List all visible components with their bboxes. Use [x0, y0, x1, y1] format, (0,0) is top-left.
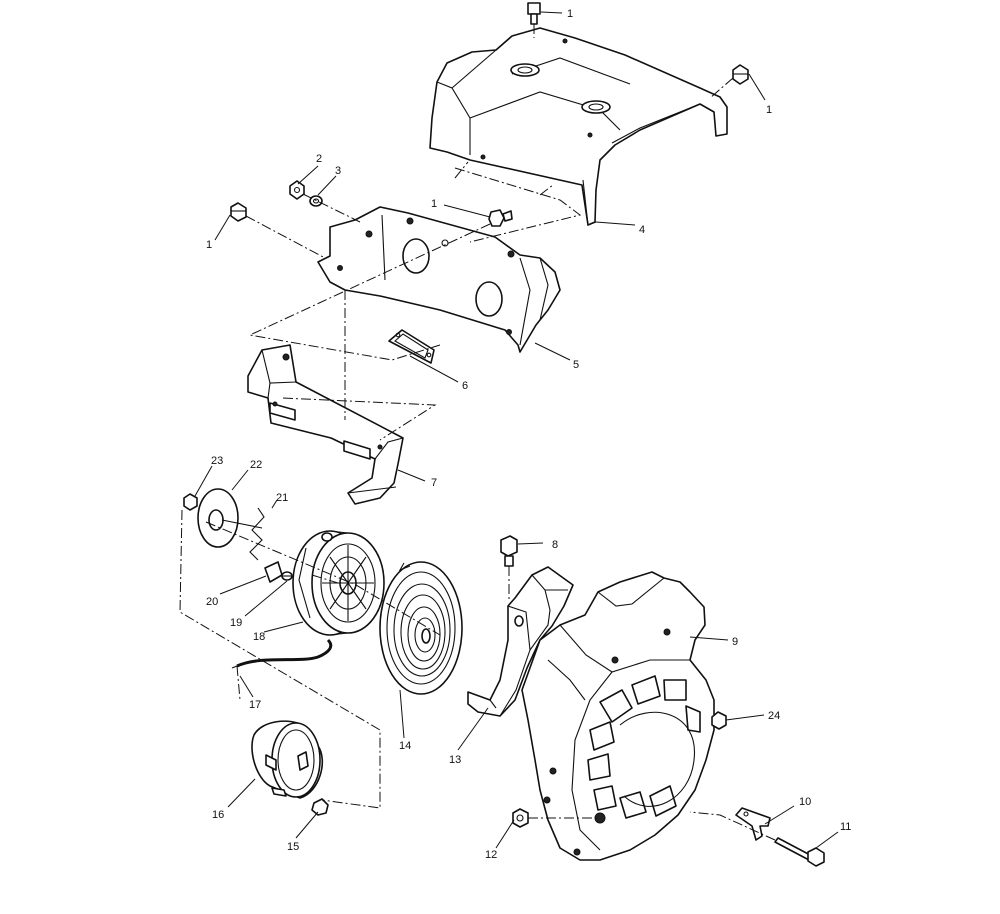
part-14-recoil-spring [379, 561, 463, 695]
callout-23: 23 [211, 455, 223, 467]
part-5-heat-shield [317, 206, 561, 353]
part-23-nut [183, 493, 198, 511]
callout-15: 15 [287, 841, 299, 853]
callout-3: 3 [335, 165, 341, 177]
part-1-bolt-top [527, 2, 541, 25]
part-1-bolt-middle [488, 209, 513, 227]
part-19-spring [281, 571, 293, 581]
callout-12: 12 [485, 849, 497, 861]
leader-lines [194, 11, 839, 849]
assembly-lines-upper [245, 24, 734, 441]
callout-8: 8 [552, 539, 558, 551]
callout-10: 10 [799, 796, 811, 808]
callout-6: 6 [462, 380, 468, 392]
part-4-exhaust-cover [429, 27, 728, 226]
callout-17: 17 [249, 699, 261, 711]
part-21-spring-clip [249, 507, 265, 561]
part-17-starter-rope [231, 638, 333, 669]
callout-1-left: 1 [206, 239, 212, 251]
callout-11: 11 [840, 821, 851, 833]
callout-9: 9 [732, 636, 738, 648]
part-1-bolt-left [230, 202, 247, 222]
part-18-recoil-reel [292, 530, 385, 636]
part-8-bolt [500, 535, 518, 600]
callout-7: 7 [431, 477, 437, 489]
callout-24: 24 [768, 710, 780, 722]
part-12-nut [512, 808, 598, 828]
callout-2: 2 [316, 153, 322, 165]
callout-18: 18 [253, 631, 265, 643]
callout-16: 16 [212, 809, 224, 821]
callout-4: 4 [639, 224, 645, 236]
part-24-nut [711, 711, 727, 730]
callout-21: 21 [276, 492, 288, 504]
callout-1-top: 1 [567, 8, 573, 20]
part-20-pawl [264, 561, 283, 583]
part-2-nut [289, 180, 305, 200]
part-6-gasket [388, 329, 435, 364]
part-3-washer [309, 195, 323, 207]
callout-13: 13 [449, 754, 461, 766]
callout-labels: 1 1 1 1 2 3 4 5 6 7 8 9 10 11 12 13 14 1… [206, 8, 851, 861]
part-7-exhaust-bracket [247, 344, 404, 505]
assembly-lines-lower-left [179, 509, 441, 809]
part-13-mount-bracket [467, 566, 574, 717]
part-16-starter-cup [251, 720, 324, 799]
callout-20: 20 [206, 596, 218, 608]
part-15-bolt [311, 798, 329, 816]
part-11-long-bolt [689, 811, 825, 867]
callout-5: 5 [573, 359, 579, 371]
part-22-pulley-plate [197, 488, 263, 548]
callout-1-right: 1 [766, 104, 772, 116]
part-1-bolt-right [732, 64, 749, 85]
callout-19: 19 [230, 617, 242, 629]
callout-14: 14 [399, 740, 411, 752]
part-10-clip [735, 807, 771, 841]
part-9-fan-housing [521, 571, 715, 861]
callout-22: 22 [250, 459, 262, 471]
callout-1-middle: 1 [431, 198, 437, 210]
